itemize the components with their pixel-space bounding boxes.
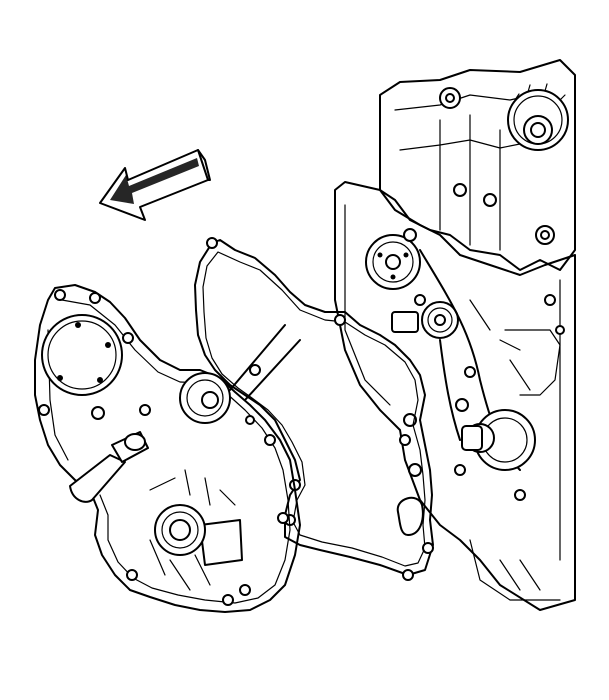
tensioner-sprocket bbox=[391, 301, 459, 339]
cover-plate bbox=[41, 314, 123, 396]
idler-sprocket bbox=[365, 234, 421, 290]
camshaft-sprocket bbox=[507, 83, 569, 151]
sensor-fitting bbox=[69, 431, 149, 503]
engine-block bbox=[334, 59, 576, 611]
water-pump-boss bbox=[179, 372, 231, 424]
engine-front-cover bbox=[34, 284, 301, 613]
crankshaft-seal bbox=[149, 469, 243, 591]
crankshaft-sprocket bbox=[461, 409, 536, 471]
front-cover-gasket bbox=[194, 237, 434, 581]
removal-direction-arrow-icon bbox=[99, 149, 211, 221]
